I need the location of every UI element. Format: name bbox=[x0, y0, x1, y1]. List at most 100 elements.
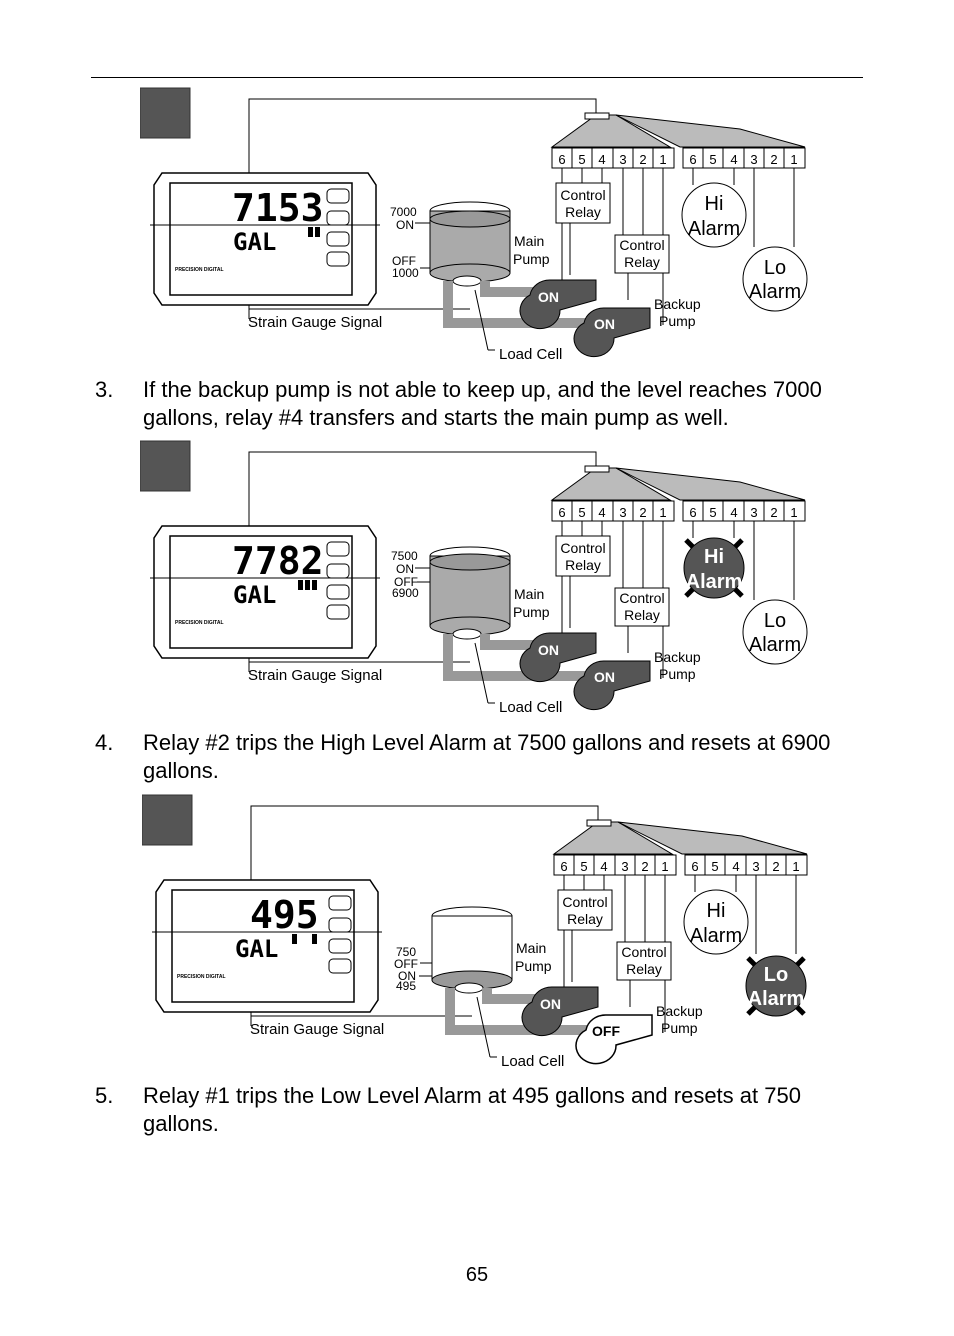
svg-text:OFF: OFF bbox=[394, 575, 418, 589]
header-rule bbox=[91, 77, 863, 78]
svg-text:1: 1 bbox=[661, 859, 668, 874]
pump-control-diagram: 6 5 4 3 2 1 6 5 4 3 2 1 bbox=[140, 87, 808, 363]
svg-text:ON: ON bbox=[594, 316, 615, 332]
svg-text:OFF: OFF bbox=[394, 957, 418, 971]
svg-text:495: 495 bbox=[396, 979, 416, 993]
backup-pump: OFF bbox=[575, 1014, 653, 1065]
svg-text:1000: 1000 bbox=[392, 266, 419, 280]
svg-text:PRECISION DIGITAL: PRECISION DIGITAL bbox=[175, 267, 224, 273]
svg-text:1: 1 bbox=[659, 152, 666, 167]
tank bbox=[431, 906, 513, 994]
control-relay-2 bbox=[616, 941, 672, 981]
svg-text:Control: Control bbox=[619, 590, 664, 606]
svg-text:Control: Control bbox=[560, 540, 605, 556]
meter-buttons bbox=[326, 188, 350, 267]
svg-text:5: 5 bbox=[711, 859, 718, 874]
hi-alarm-light: Hi Alarm bbox=[683, 537, 745, 599]
svg-text:Relay: Relay bbox=[565, 557, 601, 573]
svg-text:4: 4 bbox=[730, 152, 737, 167]
svg-text:Pump: Pump bbox=[659, 313, 696, 329]
svg-text:6: 6 bbox=[691, 859, 698, 874]
svg-text:ON: ON bbox=[538, 289, 559, 305]
meter-buttons bbox=[326, 541, 350, 620]
lo-alarm-light bbox=[742, 246, 808, 312]
svg-text:5: 5 bbox=[578, 505, 585, 520]
svg-text:Backup: Backup bbox=[654, 296, 701, 312]
svg-text:2: 2 bbox=[770, 505, 777, 520]
svg-text:6: 6 bbox=[560, 859, 567, 874]
svg-text:1: 1 bbox=[792, 859, 799, 874]
svg-text:ON: ON bbox=[396, 562, 414, 576]
control-relay-1 bbox=[557, 889, 613, 931]
svg-text:3: 3 bbox=[619, 505, 626, 520]
svg-text:Alarm: Alarm bbox=[686, 571, 743, 593]
svg-text:Hi: Hi bbox=[704, 546, 724, 568]
strain-gauge-label: Strain Gauge Signal bbox=[248, 667, 382, 684]
svg-text:Backup: Backup bbox=[656, 1003, 703, 1019]
svg-text:ON: ON bbox=[540, 996, 561, 1012]
diagram-3: 6 5 4 3 2 1 6 5 4 3 2 1 Control bbox=[142, 792, 822, 1072]
meter-reading: 7153 bbox=[232, 186, 324, 230]
svg-text:Alarm: Alarm bbox=[748, 988, 805, 1010]
terminal-block-right: 6 5 4 3 2 1 bbox=[682, 500, 806, 522]
meter-buttons bbox=[328, 895, 352, 974]
meter-unit: GAL bbox=[235, 935, 278, 963]
svg-text:3: 3 bbox=[621, 859, 628, 874]
svg-text:4: 4 bbox=[598, 152, 605, 167]
panel-meter: 7153 GAL PRECISION DIGITAL bbox=[150, 172, 380, 306]
svg-text:Pump: Pump bbox=[515, 958, 552, 974]
terminal-block-right: 6 5 4 3 2 1 bbox=[684, 854, 808, 876]
strain-gauge-label: Strain Gauge Signal bbox=[248, 314, 382, 331]
svg-text:Relay: Relay bbox=[626, 961, 662, 977]
svg-text:3: 3 bbox=[619, 152, 626, 167]
svg-text:6: 6 bbox=[689, 505, 696, 520]
svg-text:Hi: Hi bbox=[705, 193, 724, 215]
svg-text:Main: Main bbox=[514, 233, 544, 249]
panel-meter: 495 GAL PRECISION DIGITAL bbox=[152, 879, 382, 1013]
svg-text:2: 2 bbox=[770, 152, 777, 167]
diagram-2: 6 5 4 3 2 1 6 5 4 3 2 1 Control bbox=[140, 438, 820, 718]
strain-gauge-label: Strain Gauge Signal bbox=[250, 1021, 384, 1038]
svg-text:Control: Control bbox=[560, 187, 605, 203]
pump-control-diagram: 6 5 4 3 2 1 6 5 4 3 2 1 Control bbox=[142, 794, 808, 1070]
main-pump: ON bbox=[519, 279, 597, 330]
svg-text:3: 3 bbox=[752, 859, 759, 874]
tank bbox=[429, 546, 511, 640]
load-cell-label: Load Cell bbox=[499, 699, 562, 716]
svg-text:Relay: Relay bbox=[565, 204, 601, 220]
svg-text:ON: ON bbox=[398, 969, 416, 983]
backup-pump: ON bbox=[573, 660, 651, 711]
lo-alarm-light bbox=[742, 599, 808, 665]
svg-text:Control: Control bbox=[621, 944, 666, 960]
pump-control-diagram: 6 5 4 3 2 1 6 5 4 3 2 1 Control bbox=[140, 440, 808, 716]
control-relay-2 bbox=[614, 587, 670, 627]
svg-text:3: 3 bbox=[750, 505, 757, 520]
svg-text:7500: 7500 bbox=[391, 549, 418, 563]
svg-text:5: 5 bbox=[580, 859, 587, 874]
meter-reading: 495 bbox=[250, 893, 319, 937]
svg-text:3: 3 bbox=[750, 152, 757, 167]
terminal-block-left: 6 5 4 3 2 1 bbox=[551, 500, 675, 522]
meter-unit: GAL bbox=[233, 581, 276, 609]
lo-alarm-light: Lo Alarm bbox=[745, 955, 807, 1017]
svg-text:Pump: Pump bbox=[513, 251, 550, 267]
svg-text:6: 6 bbox=[558, 505, 565, 520]
step-marker-square bbox=[140, 87, 191, 139]
svg-text:ON: ON bbox=[396, 218, 414, 232]
svg-text:5: 5 bbox=[709, 152, 716, 167]
svg-text:4: 4 bbox=[598, 505, 605, 520]
load-cell-label: Load Cell bbox=[499, 346, 562, 363]
svg-text:Control: Control bbox=[562, 894, 607, 910]
svg-text:Relay: Relay bbox=[624, 254, 660, 270]
control-relay-2 bbox=[614, 234, 670, 274]
main-pump: ON bbox=[521, 986, 599, 1037]
svg-text:4: 4 bbox=[730, 505, 737, 520]
svg-text:Pump: Pump bbox=[661, 1020, 698, 1036]
svg-text:2: 2 bbox=[772, 859, 779, 874]
svg-text:4: 4 bbox=[732, 859, 739, 874]
svg-text:2: 2 bbox=[639, 152, 646, 167]
svg-text:6: 6 bbox=[689, 152, 696, 167]
svg-text:6900: 6900 bbox=[392, 586, 419, 600]
svg-text:750: 750 bbox=[396, 945, 416, 959]
backup-pump: ON bbox=[573, 307, 651, 358]
